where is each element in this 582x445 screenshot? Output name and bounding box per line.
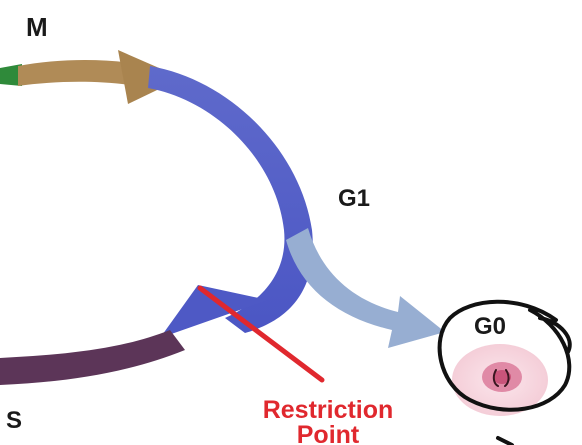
m-arc-start — [0, 64, 22, 86]
label-restriction-line2: Point — [297, 421, 360, 445]
g1-arc — [148, 66, 313, 333]
g0-cell-nucleolus — [493, 370, 511, 384]
handwritten-circle — [437, 299, 572, 412]
m-arc — [18, 60, 150, 88]
restriction-point-line — [197, 285, 325, 383]
label-g1: G1 — [338, 185, 370, 212]
label-s: S — [6, 407, 22, 434]
label-m: M — [26, 12, 48, 42]
s-arc — [0, 330, 185, 385]
handwritten-tick — [496, 436, 514, 445]
handwritten-mark — [492, 369, 510, 387]
label-g0: G0 — [474, 313, 506, 340]
g0-branch-arrow — [286, 228, 445, 348]
label-restriction-line1: Restriction — [263, 396, 394, 424]
g1-arrowhead — [160, 285, 268, 338]
